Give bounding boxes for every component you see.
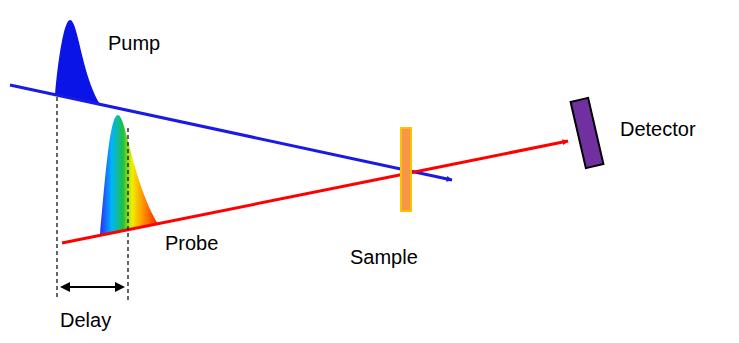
detector-rect	[571, 98, 604, 168]
delay-arrowhead	[115, 282, 125, 292]
probe-beam	[62, 175, 402, 244]
pump-pulse	[55, 20, 100, 104]
sample-rect	[401, 128, 411, 211]
detector-label: Detector	[620, 118, 696, 141]
sample-plate-shape	[400, 127, 412, 212]
pump-label: Pump	[108, 32, 160, 55]
detector-box: Detector	[568, 95, 606, 171]
probe-pulse	[100, 115, 158, 235]
delay-arrowhead	[60, 282, 70, 292]
sample-label: Sample	[350, 246, 418, 269]
delay-marker	[56, 97, 57, 300]
detector-box-shape	[568, 95, 606, 171]
probe-beam-connector	[412, 141, 568, 172]
probe-label: Probe	[165, 232, 218, 255]
delay-marker	[127, 128, 128, 300]
delay-label: Delay	[60, 309, 111, 332]
sample-plate: Sample	[400, 127, 412, 212]
delay-arrow	[66, 286, 119, 288]
pump-beam	[10, 85, 452, 180]
